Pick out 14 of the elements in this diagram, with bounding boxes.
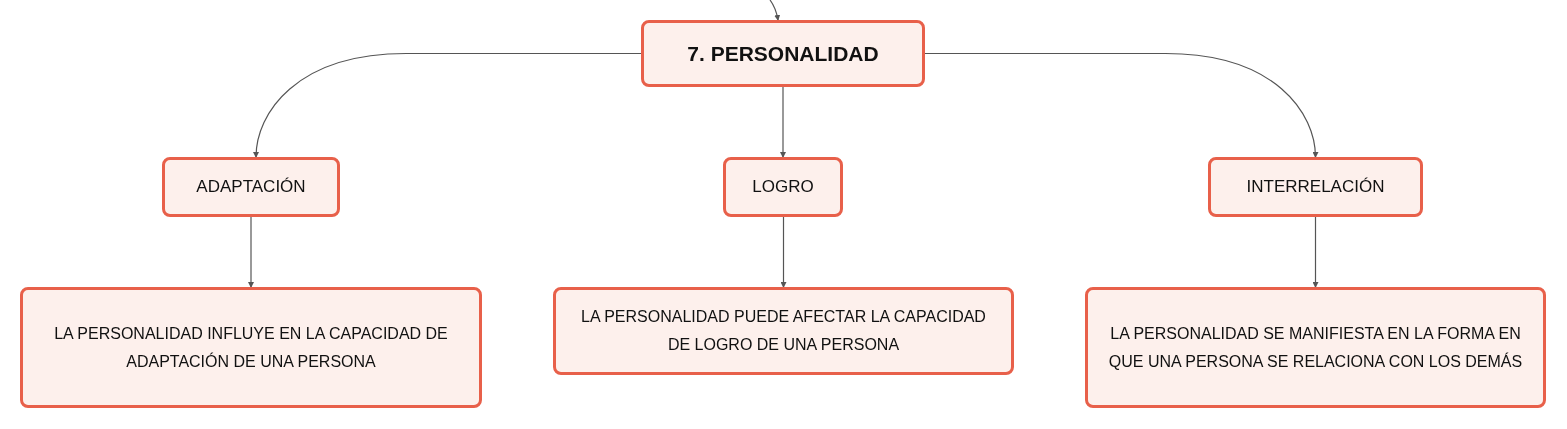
concept-box: LA PERSONALIDAD SE MANIFIESTA EN LA FORMA EN QUE UNA PERSONA SE RELACIONA CON LOS DEMÁS	[1085, 287, 1546, 408]
concept-box: INTERRELACIÓN	[1208, 157, 1423, 217]
connector-arrow	[253, 52, 642, 158]
concept-box: ADAPTACIÓN	[162, 157, 340, 217]
connector-arrow	[780, 216, 787, 288]
concept-box: LOGRO	[723, 157, 843, 217]
connector-arrow	[248, 216, 254, 288]
concept-box: LA PERSONALIDAD INFLUYE EN LA CAPACIDAD DE ADAPTACIÓN DE UNA PERSONA	[20, 287, 482, 408]
concept-box: LA PERSONALIDAD PUEDE AFECTAR LA CAPACIDAD DE LOGRO DE UNA PERSONA	[553, 287, 1014, 375]
concept-box: 7. PERSONALIDAD	[641, 20, 925, 87]
connector-arrow	[1312, 216, 1319, 288]
connector-arrow	[769, 0, 781, 21]
connector-arrow	[780, 86, 786, 158]
connector-arrow	[924, 52, 1319, 158]
